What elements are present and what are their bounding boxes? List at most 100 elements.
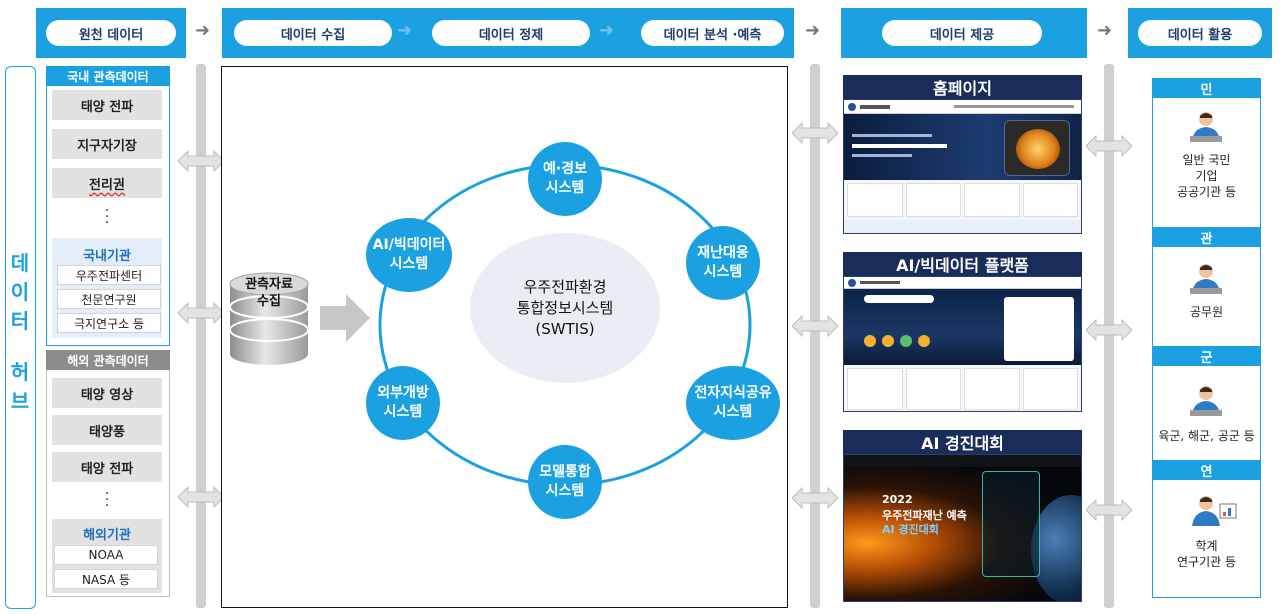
overseas-org-title: 해외기관: [83, 528, 131, 543]
user-desc-civil: 일반 국민 기업 공공기관 등: [1152, 152, 1261, 200]
double-arrow-icon: [792, 487, 838, 509]
database-icon: [229, 272, 309, 365]
user-line: 기업: [1195, 169, 1218, 183]
domestic-org: 우주전파센터: [57, 265, 161, 285]
system-label: 시스템: [383, 404, 423, 420]
user-line: 일반 국민: [1182, 153, 1231, 167]
contest-line: 우주전파재난 예측: [882, 509, 967, 522]
header-utilize-label: 데이터 활용: [1138, 20, 1262, 46]
platform-thumbnail[interactable]: [843, 276, 1082, 412]
user-head-gov: 관: [1152, 227, 1261, 247]
overseas-title: 해외 관측데이터: [46, 350, 170, 370]
system-bubble-open: 외부개방 시스템: [366, 366, 440, 440]
person-icon: [1190, 264, 1222, 294]
homepage-thumbnail[interactable]: [843, 99, 1082, 234]
system-label: AI/빅데이터: [372, 237, 446, 253]
double-arrow-icon: [792, 122, 838, 144]
system-label: 시스템: [713, 404, 753, 420]
system-bubble-disaster: 재난대응 시스템: [686, 226, 760, 300]
header-analyze-label: 데이터 분석 ·예측: [641, 20, 784, 46]
header-provide-label: 데이터 제공: [882, 20, 1042, 46]
header-refine-label: 데이터 정제: [432, 20, 590, 46]
arrow-right-icon: ➜: [195, 20, 211, 41]
user-line: 공무원: [1189, 305, 1224, 319]
user-line: 학계: [1195, 539, 1218, 553]
system-label: 시스템: [703, 264, 743, 280]
overseas-org: NOAA: [54, 545, 158, 565]
person-chart-icon: [1192, 496, 1237, 526]
hub-char: 터: [10, 309, 30, 333]
user-line: 공공기관 등: [1176, 185, 1236, 199]
user-desc-gov: 공무원: [1152, 304, 1261, 320]
double-arrow-icon: [1086, 319, 1132, 341]
arrow-right-icon: ➜: [805, 20, 821, 41]
double-arrow-icon: [1086, 135, 1132, 157]
double-arrow-icon: [1086, 499, 1132, 521]
arrow-right-icon: ➜: [1097, 20, 1113, 41]
overseas-item: 태양 전파: [52, 452, 162, 482]
domestic-org-title: 국내기관: [83, 249, 131, 264]
domestic-org: 극지연구소 등: [57, 313, 161, 333]
domestic-title: 국내 관측데이터: [46, 66, 170, 86]
center-line: 우주전파환경: [523, 277, 607, 296]
domestic-item-label: 전리권: [89, 177, 125, 193]
header-source-label: 원천 데이터: [46, 20, 176, 46]
user-line: 연구기관 등: [1176, 555, 1236, 569]
contest-year: 2022: [882, 493, 913, 506]
flow-rail: [196, 64, 206, 608]
overseas-org: NASA 등: [54, 569, 158, 589]
user-line: 육군, 해군, 공군 등: [1158, 429, 1255, 443]
collection-label: 관측자료 수집: [228, 276, 310, 310]
domestic-item: 지구자기장: [52, 129, 162, 159]
system-label: 모델통합: [539, 464, 591, 480]
more-dots-icon: ···: [104, 203, 110, 231]
user-head-military: 군: [1152, 346, 1261, 366]
center-line: 통합정보시스템: [516, 298, 614, 317]
double-arrow-icon: [178, 302, 224, 324]
system-label: 시스템: [545, 180, 585, 196]
system-bubble-alert: 예·경보 시스템: [528, 142, 602, 216]
system-label: 시스템: [389, 256, 429, 272]
system-label: 시스템: [545, 483, 585, 499]
person-icon: [1190, 386, 1222, 416]
system-bubble-ai: AI/빅데이터 시스템: [366, 218, 452, 292]
hub-char: 이: [10, 280, 30, 304]
system-label: 재난대응: [697, 245, 749, 261]
contest-line: AI 경진대회: [882, 523, 939, 536]
user-desc-military: 육군, 해군, 공군 등: [1152, 428, 1261, 444]
arrow-right-icon: ➜: [397, 20, 413, 41]
double-arrow-icon: [178, 486, 224, 508]
overseas-item: 태양 영상: [52, 378, 162, 408]
hub-char: 허: [10, 360, 30, 384]
user-desc-research: 학계 연구기관 등: [1152, 538, 1261, 570]
system-bubble-knowledge: 전자지식공유 시스템: [686, 366, 780, 440]
header-collect-label: 데이터 수집: [234, 20, 392, 46]
hub-char: 데: [10, 251, 30, 275]
center-line: (SWTIS): [535, 319, 595, 338]
collection-line: 수집: [257, 294, 281, 309]
more-dots-icon: ···: [104, 486, 110, 514]
user-head-research: 연: [1152, 460, 1261, 480]
domestic-item: 태양 전파: [52, 90, 162, 120]
collection-line: 관측자료: [245, 277, 293, 292]
swtis-center: 우주전파환경 통합정보시스템 (SWTIS): [470, 233, 660, 383]
platform-title: AI/빅데이터 플랫폼: [843, 252, 1082, 276]
user-head-civil: 민: [1152, 78, 1261, 98]
contest-title: AI 경진대회: [843, 430, 1082, 454]
domestic-org: 천문연구원: [57, 289, 161, 309]
overseas-item: 태양풍: [52, 415, 162, 445]
double-arrow-icon: [178, 150, 224, 172]
system-label: 예·경보: [543, 161, 587, 177]
double-arrow-icon: [792, 315, 838, 337]
system-bubble-model: 모델통합 시스템: [528, 445, 602, 519]
domestic-item: 전리권: [52, 168, 162, 198]
flow-rail: [810, 64, 820, 608]
system-label: 전자지식공유: [694, 385, 772, 401]
contest-thumbnail[interactable]: 2022 우주전파재난 예측 AI 경진대회: [843, 454, 1082, 602]
arrow-right-icon: [320, 294, 370, 342]
homepage-title: 홈페이지: [843, 75, 1082, 99]
person-icon: [1190, 112, 1222, 142]
hub-char: 브: [10, 389, 30, 413]
arrow-right-icon: ➜: [599, 20, 615, 41]
